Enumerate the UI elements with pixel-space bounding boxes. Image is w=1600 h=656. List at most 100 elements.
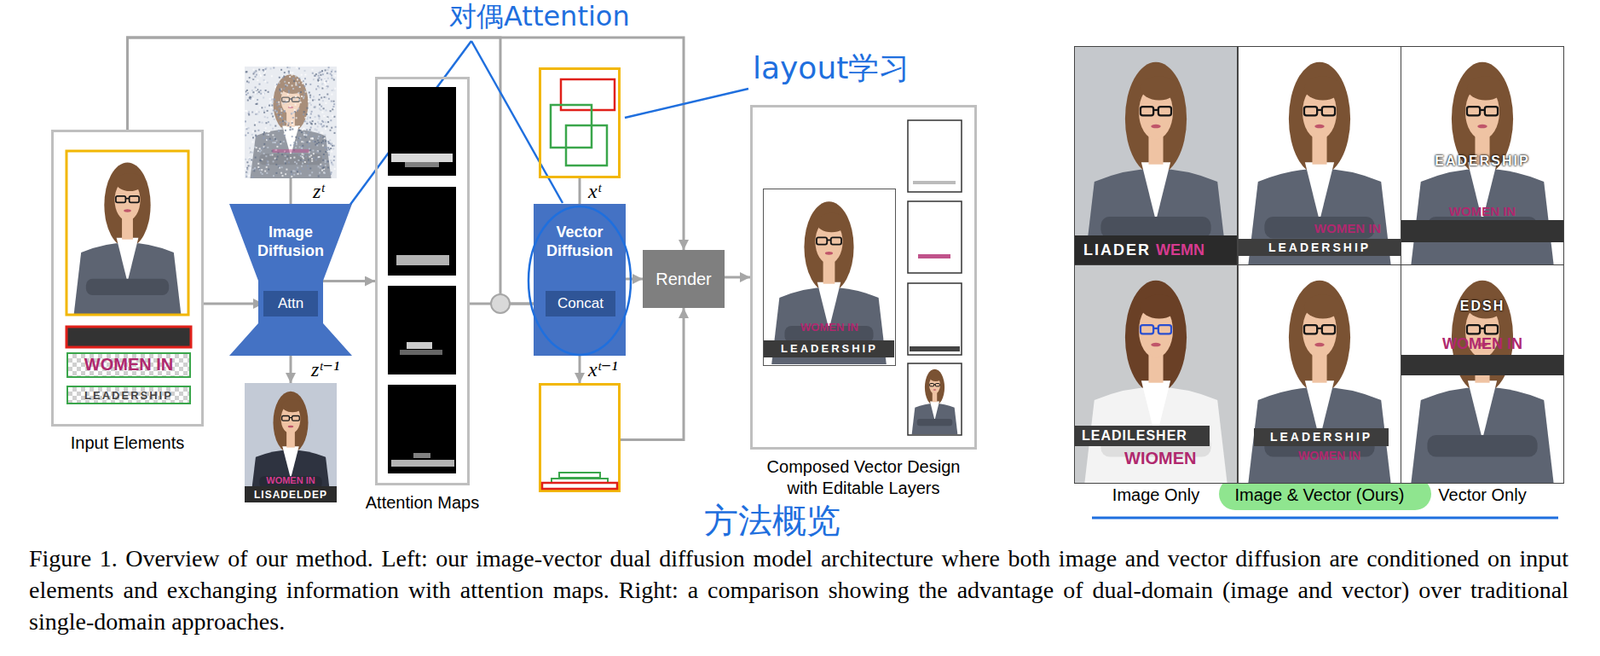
noise-dot [314, 128, 317, 131]
noise-dot [296, 167, 299, 169]
noise-dot [317, 115, 320, 117]
noise-dot [300, 101, 302, 104]
noise-dot [302, 141, 305, 144]
noise-dot [329, 109, 332, 112]
noise-dot [333, 144, 336, 147]
layout-state: xᵗ⁻¹ [538, 382, 621, 492]
noise-dot [329, 147, 332, 150]
node-illustration [1401, 265, 1564, 483]
noise-dot [327, 146, 330, 149]
handwritten-note: 方法概览 [704, 501, 841, 539]
text-band [1401, 219, 1564, 243]
text-slot: EDSH [1401, 297, 1564, 315]
noise-dot [259, 159, 261, 162]
noise-dot [259, 168, 261, 171]
noise-dot [293, 144, 295, 146]
noise-dot [265, 121, 268, 124]
noise-dot [281, 166, 284, 168]
layer-thumbnail [907, 120, 962, 192]
noise-dot [304, 133, 307, 136]
noise-dot [295, 143, 298, 145]
node-text: Attention Maps [365, 491, 480, 513]
noise-dot [276, 145, 278, 148]
noise-dot [317, 98, 320, 101]
noise-dot [318, 117, 321, 120]
noise-dot [300, 80, 303, 82]
noise-dot [317, 175, 320, 178]
glasses-lens [115, 196, 126, 203]
noise-dot [326, 161, 329, 163]
noise-dot [302, 159, 305, 162]
noise-dot [283, 71, 286, 74]
noise-dot [324, 150, 327, 153]
noise-dot [324, 161, 327, 163]
noise-dot [263, 92, 266, 95]
noisy-image: zᵗ [244, 66, 337, 179]
noise-dot [264, 170, 266, 173]
text-band [763, 340, 895, 358]
noise-dot [276, 101, 278, 104]
result-cell: LIADERWEMN [1074, 46, 1238, 266]
noise-dot [309, 83, 312, 86]
noise-dot [330, 77, 333, 80]
noise-dot [291, 135, 294, 138]
noise-dot [292, 116, 295, 119]
hair [1288, 62, 1351, 176]
noise-dot [271, 115, 274, 118]
noise-text-trace [271, 149, 309, 153]
noise-dot [304, 120, 307, 122]
noise-dot [307, 100, 310, 103]
text-band [244, 485, 337, 503]
noise-dot [299, 138, 301, 141]
noise-dot [283, 132, 286, 135]
noise-dot [303, 95, 306, 98]
node-text: Input Elements [70, 432, 185, 453]
noise-dot [279, 142, 282, 145]
node-text: Render [655, 249, 712, 308]
noise-dot [263, 72, 266, 75]
noise-dot [291, 84, 294, 87]
glasses-lens [1484, 106, 1498, 116]
noise-dot [294, 146, 297, 149]
noise-dot [323, 153, 325, 156]
noise-dot [318, 172, 321, 174]
node-text: LEADERSHIP [780, 340, 878, 358]
noise-dot [303, 89, 306, 92]
noise-dot [289, 156, 292, 159]
noise-dot [312, 78, 315, 81]
noise-dot [266, 161, 269, 163]
noise-dot [276, 158, 278, 161]
noise-dot [310, 103, 312, 106]
noise-dot [334, 167, 336, 170]
text-slot: xᵗ [588, 179, 601, 204]
node-text: LEADERSHIP [1270, 427, 1373, 446]
arms [917, 418, 953, 426]
noise-dot [255, 103, 258, 105]
noise-dot [322, 83, 324, 86]
noise-dot [311, 149, 314, 151]
noise-dot [306, 164, 309, 167]
noise-dot [324, 164, 327, 167]
noise-dot [323, 141, 325, 144]
noise-dot [325, 86, 328, 89]
mouth [933, 388, 937, 390]
noise-dot [301, 144, 304, 147]
variable-label: xᵗ [588, 179, 601, 204]
noise-dot [301, 128, 304, 131]
noise-dot [292, 87, 295, 90]
noise-dot [289, 71, 292, 74]
noise-dot [291, 112, 294, 115]
noise-dot [298, 98, 301, 101]
noise-dot [326, 149, 329, 151]
noise-dot [271, 98, 273, 101]
noise-dot [284, 83, 287, 86]
noise-dot [314, 105, 317, 108]
noise-dot [276, 110, 278, 113]
noise-dot [277, 143, 280, 145]
noise-dot [299, 129, 301, 132]
noise-veil [244, 66, 337, 179]
text-slot: zᵗ [312, 179, 324, 204]
noise-dot [279, 121, 282, 124]
noise-dot [251, 151, 254, 154]
noise-dot [288, 161, 290, 163]
